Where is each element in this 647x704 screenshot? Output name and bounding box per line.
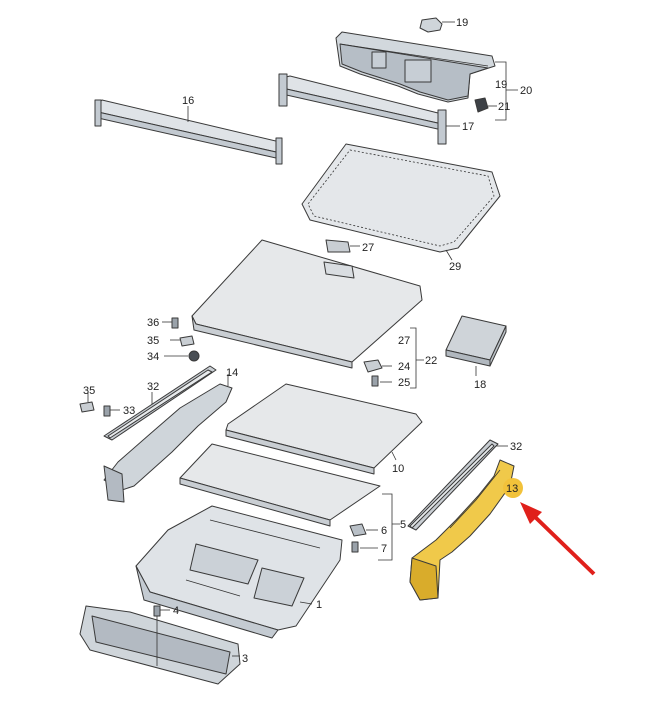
part-block-18 xyxy=(445,315,507,376)
part-side-bracket-14 xyxy=(103,374,233,503)
part-screw-25 xyxy=(371,375,392,387)
part-load-bar-16 xyxy=(94,99,283,165)
part-knob-34 xyxy=(164,350,200,362)
callout-19-top: 19 xyxy=(456,17,468,29)
callout-24: 24 xyxy=(398,361,410,373)
part-clip-21 xyxy=(474,97,497,113)
callout-32-right: 32 xyxy=(510,441,522,453)
callout-27-handle: 27 xyxy=(362,242,374,254)
callout-36: 36 xyxy=(147,317,159,329)
callout-4: 4 xyxy=(173,605,179,617)
part-loading-floor-22 xyxy=(191,239,423,369)
callout-34: 34 xyxy=(147,351,159,363)
part-rear-trim-3 xyxy=(79,605,241,685)
callout-10: 10 xyxy=(392,463,404,475)
part-screw-33 xyxy=(103,405,120,417)
part-screw-4 xyxy=(153,605,170,666)
callout-35-bottom: 35 xyxy=(83,385,95,397)
part-rail-32-right xyxy=(407,439,508,531)
part-clip-19 xyxy=(419,17,455,33)
part-rail-32-left xyxy=(103,365,217,441)
part-bracket-24 xyxy=(363,359,392,373)
part-clip-35-bottom xyxy=(79,392,95,413)
callout-16: 16 xyxy=(182,95,194,107)
callout-7: 7 xyxy=(381,543,387,555)
part-clip-6 xyxy=(349,523,378,537)
callout-27-bracket: 27 xyxy=(398,335,410,347)
callout-3: 3 xyxy=(242,653,248,665)
callout-19-bracket: 19 xyxy=(495,79,507,91)
callout-5: 5 xyxy=(400,519,406,531)
callout-32-left: 32 xyxy=(147,381,159,393)
part-screw-36 xyxy=(162,317,179,329)
callout-35-top: 35 xyxy=(147,335,159,347)
callout-20: 20 xyxy=(520,85,532,97)
callout-13: 13 xyxy=(506,483,518,495)
part-cover-bar-17 xyxy=(278,73,460,145)
callout-25: 25 xyxy=(398,377,410,389)
callout-1: 1 xyxy=(316,599,322,611)
callout-17: 17 xyxy=(462,121,474,133)
part-trunk-sill-trim xyxy=(335,31,496,103)
part-clip-35-top xyxy=(170,335,195,347)
part-handle-27 xyxy=(325,239,360,253)
part-lower-panel-5 xyxy=(179,443,381,527)
red-arrow xyxy=(520,502,596,576)
part-panel-10 xyxy=(225,383,423,475)
callout-22: 22 xyxy=(425,355,437,367)
part-screw-7 xyxy=(351,541,378,553)
callout-18: 18 xyxy=(474,379,486,391)
callout-13-highlight xyxy=(503,478,523,498)
callout-6: 6 xyxy=(381,525,387,537)
callout-21: 21 xyxy=(498,101,510,113)
part-wheel-well-1 xyxy=(135,505,343,639)
callout-14: 14 xyxy=(226,367,238,379)
part-highlighted-13 xyxy=(409,459,515,601)
callout-33: 33 xyxy=(123,405,135,417)
callout-29: 29 xyxy=(449,261,461,273)
part-cargo-mat-29 xyxy=(301,143,501,261)
